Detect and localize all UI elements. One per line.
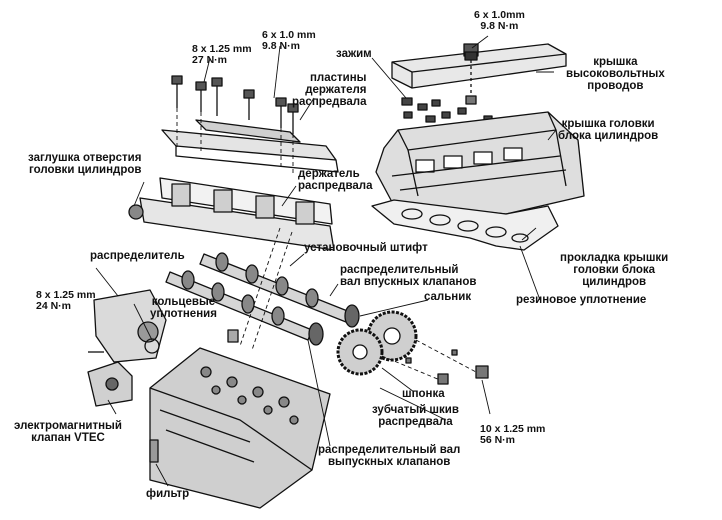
label-line: цилиндров [582, 276, 647, 288]
label-line: пластины [309, 72, 367, 84]
label-line: сальник [424, 291, 472, 303]
label-line: держателя [305, 84, 367, 96]
label-line: распределительный вал [318, 444, 461, 456]
label-hv-wire-cover: крышка высоковольтных проводов [566, 56, 665, 92]
vtec-solenoid-part [87, 361, 133, 407]
label-spec-top-left: 8 x 1.25 mm 27 N·m [192, 44, 252, 66]
label-line: установочный штифт [304, 242, 428, 254]
bolt-top-right [464, 51, 478, 105]
label-line: заглушка отверстия [28, 152, 142, 164]
label-intake-cam: распределительный вал впускных клапанов [340, 264, 476, 288]
spec-line: 8 x 1.25 mm [36, 289, 96, 301]
spec-line: 9.8 N·m [480, 20, 519, 32]
label-filter: фильтр [146, 488, 189, 500]
label-line: блока цилиндров [558, 130, 659, 142]
spec-line: 6 x 1.0 mm [262, 29, 316, 41]
label-camshaft-left: распределитель [90, 250, 185, 262]
label-line: крышка [593, 56, 638, 68]
sprocket-bolts-part [405, 349, 489, 385]
label-line: головки цилиндров [28, 164, 142, 176]
plug-part [128, 204, 144, 220]
label-line: уплотнения [150, 308, 217, 320]
label-line: зубчатый шкив [372, 404, 459, 416]
label-cam-holder: держатель распредвала [298, 168, 373, 192]
spec-line: 10 x 1.25 mm [480, 423, 546, 435]
label-spec-top-mid: 6 x 1.0 mm 9.8 N·m [262, 30, 316, 52]
label-rubber-seal: резиновое уплотнение [516, 294, 646, 306]
cover-gasket-part [371, 199, 559, 251]
label-line: распределительный [340, 264, 459, 276]
label-line: электромагнитный [14, 420, 122, 432]
label-clamp: зажим [336, 48, 372, 60]
assembly-guide-lines [176, 108, 477, 381]
label-line: фильтр [146, 488, 190, 500]
seal-parts [308, 304, 360, 346]
spec-line: 6 x 1.0mm [474, 9, 525, 21]
cam-holder-plates-part [161, 119, 339, 173]
wire-cover-part [391, 43, 567, 89]
label-line: распредвала [298, 180, 373, 192]
cam-sprockets-part [336, 310, 418, 376]
label-spec-left: 8 x 1.25 mm 24 N·m [36, 290, 96, 312]
label-cam-holder-plates: пластины держателя распредвала [292, 72, 367, 108]
spec-line: 8 x 1.25 mm [192, 43, 252, 55]
label-line: распредвала [378, 416, 453, 428]
label-line: высоковольтных [566, 68, 665, 80]
label-line: вал впускных клапанов [340, 276, 477, 288]
label-key: шпонка [402, 388, 445, 400]
spec-line: 27 N·m [192, 54, 228, 66]
label-cover-gasket: прокладка крышки головки блока цилиндров [560, 252, 668, 288]
label-plug: заглушка отверстия головки цилиндров [28, 152, 141, 176]
label-seal: сальник [424, 291, 471, 303]
label-line: крышка головки [561, 118, 655, 130]
spec-line: 24 N·m [36, 300, 72, 312]
clamp-text: зажим [336, 48, 372, 60]
filter-part [149, 439, 159, 463]
label-line: шпонка [402, 388, 445, 400]
label-o-rings: кольцевые уплотнения [150, 296, 217, 320]
label-head-cover: крышка головки блока цилиндров [558, 118, 658, 142]
label-sprocket: зубчатый шкив распредвала [372, 404, 459, 428]
label-dowel-pin: установочный штифт [304, 242, 428, 254]
cylinder-head-part [149, 347, 331, 509]
exhaust-camshaft-part [165, 270, 313, 341]
label-spec-bottom-right: 10 x 1.25 mm 56 N·m [480, 424, 545, 446]
bolts-top-left [171, 75, 299, 134]
label-line: прокладка крышки [560, 252, 669, 264]
label-line: выпускных клапанов [327, 456, 451, 468]
label-line: кольцевые [151, 296, 216, 308]
label-line: головки блока [573, 264, 656, 276]
label-line: проводов [587, 80, 644, 92]
label-line: держатель [298, 168, 360, 180]
label-spec-top-right: 6 x 1.0mm 9.8 N·m [474, 10, 525, 32]
cam-holder-part [139, 177, 335, 251]
label-line: распредвала [292, 96, 367, 108]
label-line: клапан VTEC [31, 432, 105, 444]
label-line: резиновое уплотнение [516, 294, 647, 306]
label-exhaust-cam: распределительный вал выпускных клапанов [318, 444, 460, 468]
label-vtec-solenoid: электромагнитный клапан VTEC [14, 420, 122, 444]
cylinder-head-cover [375, 111, 585, 215]
spec-line: 56 N·m [480, 434, 516, 446]
label-line: распределитель [90, 250, 185, 262]
spec-line: 9.8 N·m [262, 40, 300, 52]
leader-lines [95, 35, 557, 487]
